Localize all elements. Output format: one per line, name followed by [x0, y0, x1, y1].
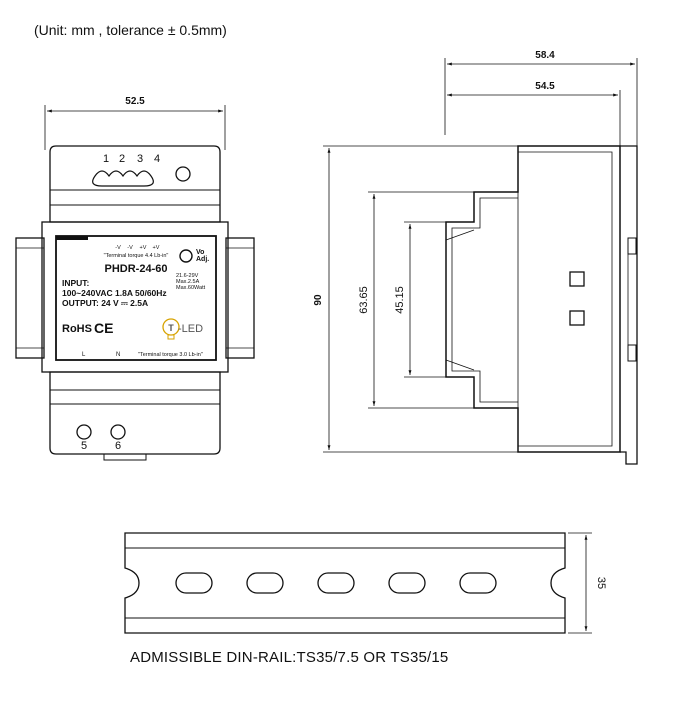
rail-slot-1: [175, 572, 213, 594]
terminal-5-screw: [76, 424, 92, 440]
terminal-1-label: 1: [103, 153, 109, 165]
side-rail-clip: [620, 145, 638, 465]
terminal-2-label: 2: [119, 153, 125, 165]
din-rail-outline: [124, 532, 566, 634]
brand-letter: T: [168, 323, 174, 333]
depth-body-text: 54.5: [535, 81, 555, 92]
rail-slot-5: [459, 572, 497, 594]
terminal-6-label: 6: [115, 440, 121, 452]
output-value: OUTPUT: 24 V ⎓ 2.5A: [62, 298, 148, 308]
sign-1: -V: [115, 245, 121, 251]
rail-slot-4: [388, 572, 426, 594]
depth-total-text: 58.4: [535, 50, 555, 61]
din-latch: [103, 453, 147, 461]
terminal-5-label: 5: [81, 440, 87, 452]
front-upper-body: [49, 145, 221, 223]
input-value: 100~240VAC 1.8A 50/60Hz: [62, 288, 167, 298]
front-rail-left: [15, 237, 45, 359]
rail-slot-3: [317, 572, 355, 594]
spec-voltage: 21.6-29V: [176, 273, 199, 279]
din-rail-view: [124, 532, 592, 634]
front-view: [15, 105, 255, 461]
rohs-mark: RoHS: [62, 323, 92, 335]
torque-bottom: "Terminal torque 3.0 Lb-in": [138, 352, 203, 358]
rail-height-text: 35: [595, 577, 607, 589]
front-label: [55, 235, 217, 361]
side-view: [323, 58, 638, 465]
vent-square-2: [569, 310, 585, 326]
front-rail-right: [225, 237, 255, 359]
height-inner-text: 45.15: [394, 286, 406, 314]
model-name: PHDR-24-60: [105, 263, 168, 275]
spec-current: Max.2.5A: [176, 279, 200, 285]
terminal-4-label: 4: [154, 153, 160, 165]
side-view-text: 58.4 54.5 90 63.65 45.15: [313, 50, 555, 314]
vent-square-1: [569, 271, 585, 287]
rail-slot-2: [246, 572, 284, 594]
torque-top: "Terminal torque 4.4 Lb-in": [104, 253, 169, 259]
sign-3: +V: [140, 245, 147, 251]
input-label: INPUT:: [62, 278, 90, 288]
vo-adj-icon: [179, 249, 193, 263]
brand-suffix: -LED: [178, 323, 203, 335]
l-label: L: [82, 352, 86, 358]
ce-mark: CE: [94, 320, 113, 336]
height-mid-text: 63.65: [358, 286, 370, 314]
terminal-3-label: 3: [137, 153, 143, 165]
sign-4: +V: [153, 245, 160, 251]
top-terminal-block: [92, 166, 191, 187]
din-rail-caption: ADMISSIBLE DIN-RAIL:TS35/7.5 OR TS35/15: [130, 649, 449, 666]
unit-note: (Unit: mm , tolerance ± 0.5mm): [34, 22, 227, 38]
adj-text: Adj.: [196, 256, 209, 263]
vo-text: Vo: [196, 249, 204, 256]
terminal-6-screw: [110, 424, 126, 440]
spec-watt: Max.60Watt: [176, 285, 206, 291]
sign-2: -V: [127, 245, 133, 251]
front-view-text: 52.5 1 2 3 4 5 6 -V -V +V +V "Terminal t…: [62, 96, 209, 452]
front-lower-body: [49, 371, 221, 455]
width-dim-text: 52.5: [125, 96, 145, 107]
height-total-text: 90: [313, 294, 324, 306]
n-label: N: [116, 352, 120, 358]
